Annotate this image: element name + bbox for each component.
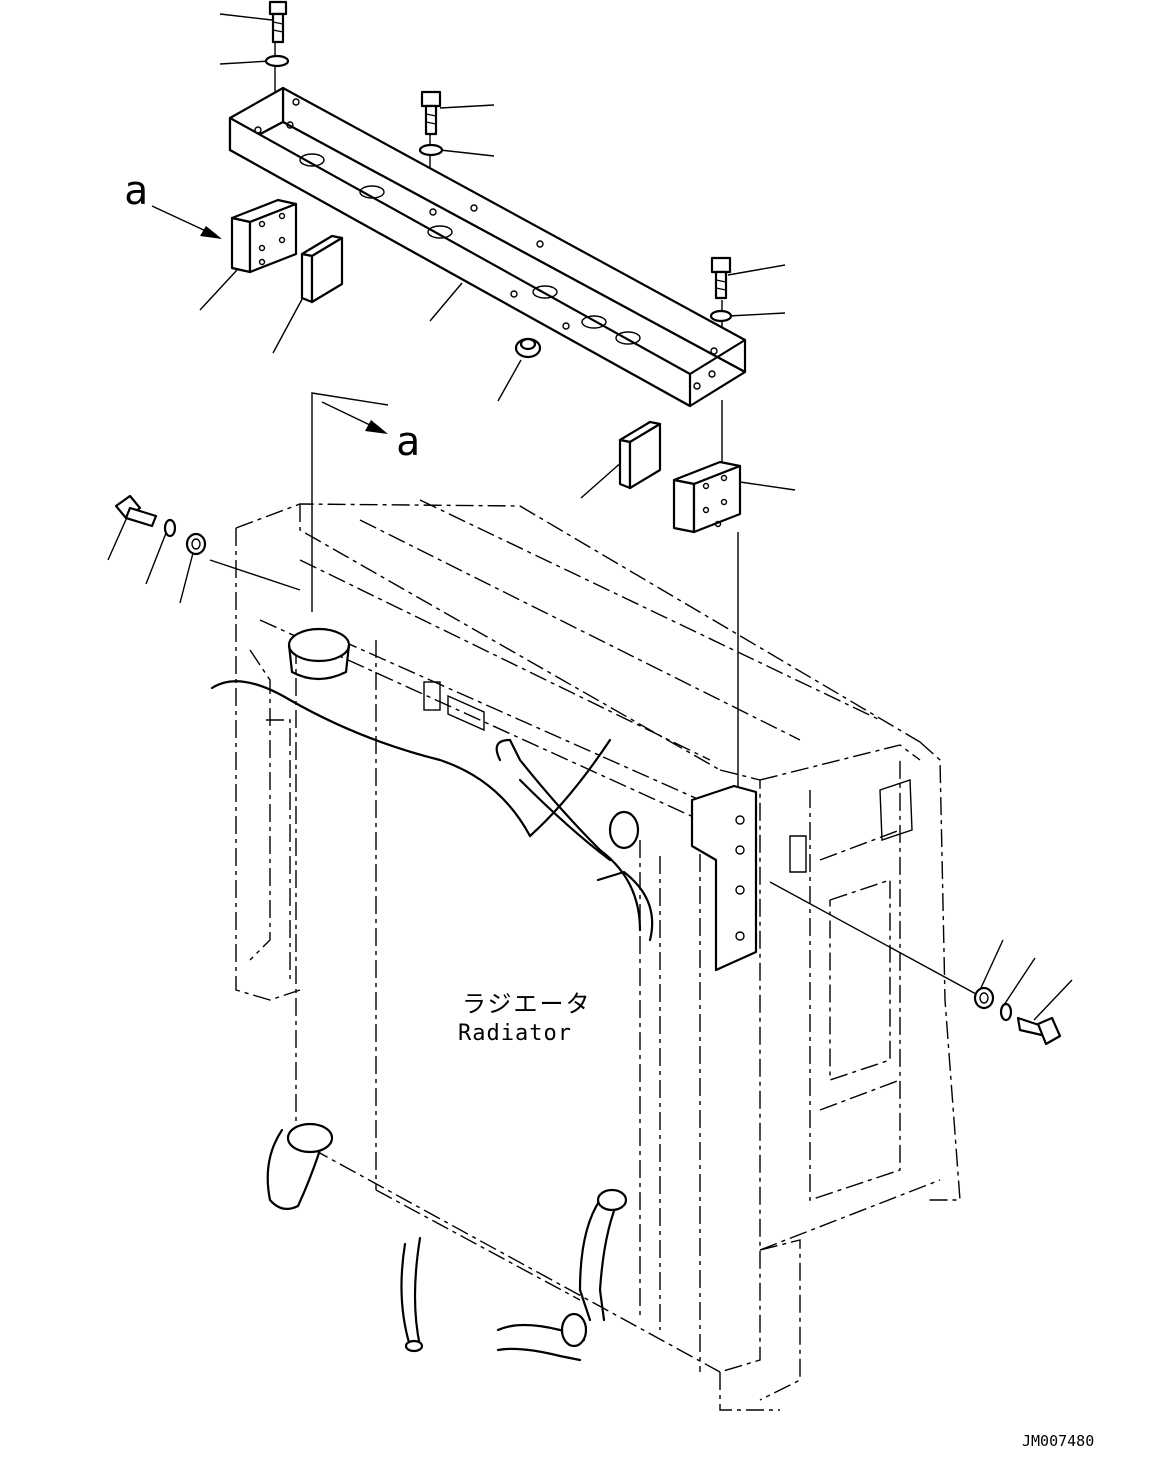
drawing-number: JM007480 [1022,1432,1094,1450]
spacer-block-right [672,460,742,534]
washer-top-center [418,143,444,157]
radiator-label-jp: ラジエータ [462,990,592,1018]
washer-side-left [163,518,177,538]
collar-side-right [973,986,995,1010]
radiator-label-en: Radiator [458,1021,572,1046]
collar-side-left [185,532,207,556]
washer-side-right [999,1002,1013,1022]
bolt-top-center [420,90,442,136]
view-label-a-top: a [124,168,148,214]
mounting-channel-bracket [228,86,747,408]
rubber-pad-right [618,420,662,490]
leader-lines [107,13,1073,1021]
view-label-a-arrow: a [396,419,420,465]
radiator-assembly [210,499,961,1411]
bolt-top-left [268,0,288,44]
spacer-block-left [230,198,298,274]
washer-top-right [709,309,733,323]
grommet [514,337,542,359]
washer-top-left [264,54,290,68]
bolt-side-right [1016,1016,1062,1046]
view-arrow-top: a [124,168,222,239]
view-arrow-middle: a [321,401,420,465]
rubber-pad-left [300,234,344,304]
bolt-top-right [710,256,732,300]
bolt-side-left [114,494,158,528]
